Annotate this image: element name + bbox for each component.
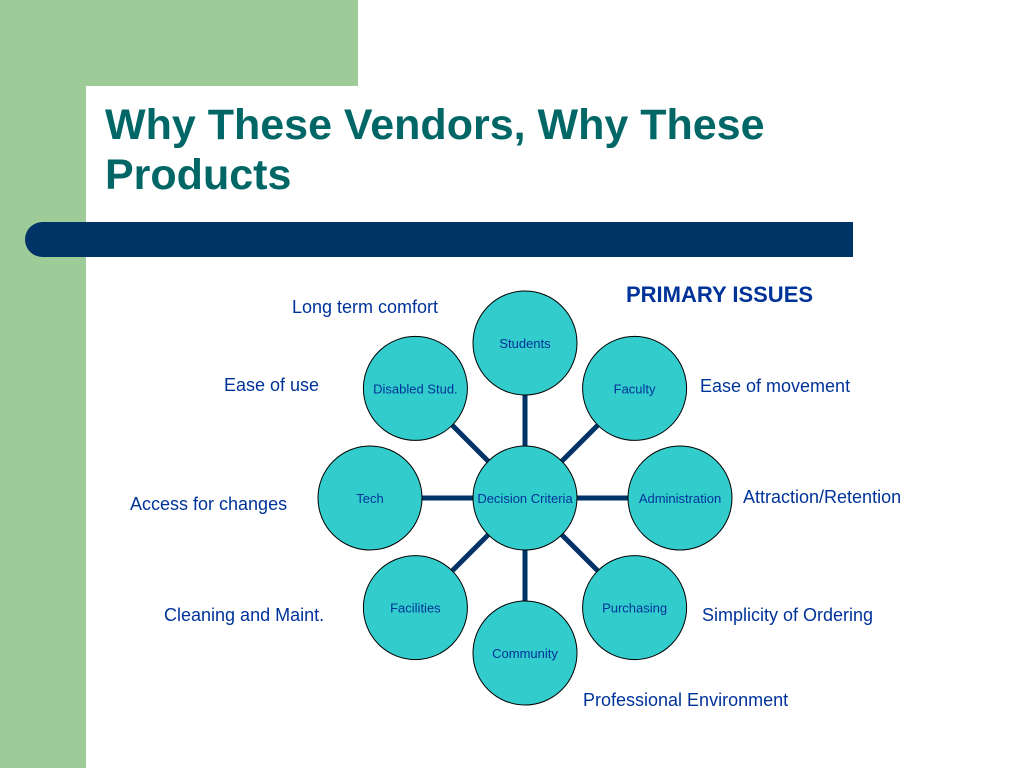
node-disabled-stud-circle xyxy=(362,335,468,441)
node-community-circle xyxy=(472,600,578,706)
node-faculty-label: Faculty xyxy=(614,381,656,396)
issue-professional-environment: Professional Environment xyxy=(583,690,789,710)
primary-issues-heading: PRIMARY ISSUES xyxy=(626,282,814,307)
node-students-label: Students xyxy=(499,336,551,351)
content-corner xyxy=(86,86,186,186)
issue-cleaning-and-maint: Cleaning and Maint. xyxy=(164,605,325,625)
issue-attraction-retention: Attraction/Retention xyxy=(743,487,902,507)
node-students-circle xyxy=(472,290,578,396)
node-disabled-stud-label: Disabled Stud. xyxy=(373,381,458,396)
node-center-circle xyxy=(472,445,578,551)
green-top-band xyxy=(86,0,358,86)
node-facilities-label: Facilities xyxy=(390,601,441,616)
issue-ease-of-use: Ease of use xyxy=(224,375,320,395)
issue-access-for-changes: Access for changes xyxy=(130,494,288,514)
node-administration-label: Administration xyxy=(639,491,721,506)
node-purchasing-label: Purchasing xyxy=(602,601,667,616)
slide-title: Why These Vendors, Why These Products xyxy=(105,101,765,199)
node-center-label: Decision Criteria xyxy=(477,491,573,506)
issue-ease-of-movement: Ease of movement xyxy=(700,376,851,396)
node-faculty-circle xyxy=(582,335,688,441)
node-community-label: Community xyxy=(492,646,558,661)
node-facilities-circle xyxy=(362,555,468,661)
title-underline-bar xyxy=(25,222,853,257)
issue-simplicity-of-ordering: Simplicity of Ordering xyxy=(702,605,874,625)
node-administration-circle xyxy=(627,445,733,551)
green-side-strip xyxy=(0,0,86,768)
node-tech-circle xyxy=(317,445,423,551)
issue-long-term-comfort: Long term comfort xyxy=(292,297,439,317)
node-purchasing-circle xyxy=(582,555,688,661)
node-tech-label: Tech xyxy=(356,491,383,506)
